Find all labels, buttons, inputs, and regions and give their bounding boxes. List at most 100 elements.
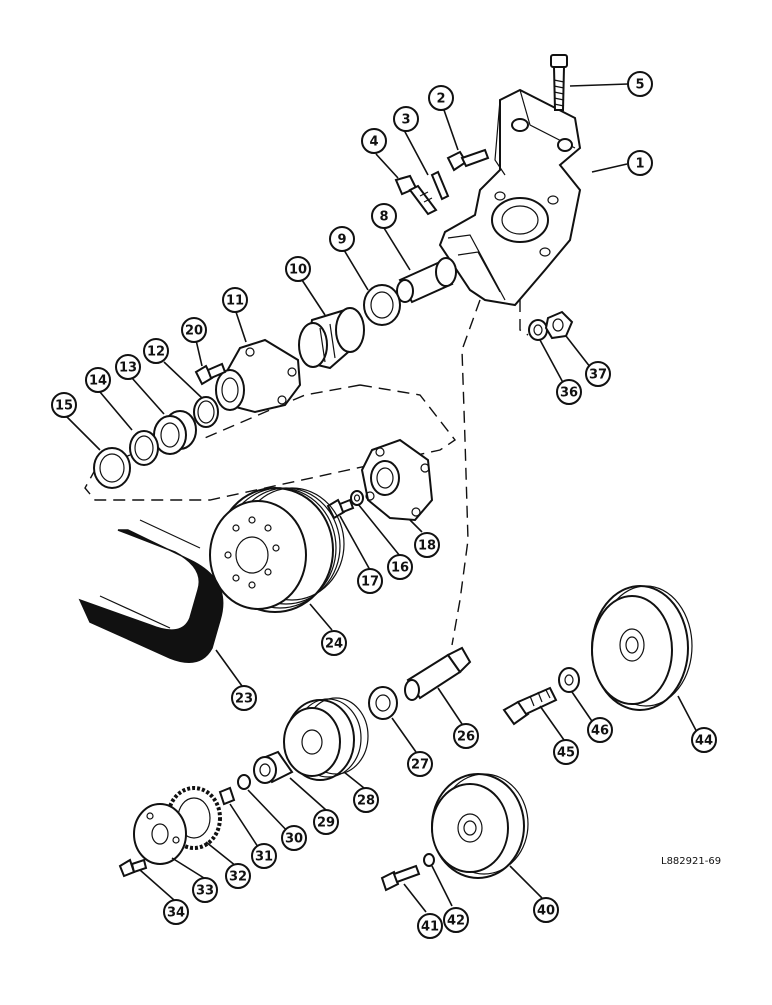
callout-3: 3 [393, 106, 419, 132]
callout-18: 18 [414, 532, 440, 558]
part-33-cover-plate [133, 803, 187, 865]
callout-16: 16 [387, 554, 413, 580]
callout-circle [115, 354, 141, 380]
part-14-ring [129, 430, 159, 466]
part-3-pin [430, 170, 450, 201]
callout-circle [321, 630, 347, 656]
callout-number: 23 [235, 692, 253, 707]
callout-41: 41 [417, 913, 443, 939]
callout-circle [361, 128, 387, 154]
part-8-shaft [396, 257, 457, 304]
part-24-large-pulley [209, 487, 345, 613]
callout-number: 16 [391, 561, 409, 576]
callout-number: 36 [560, 386, 578, 401]
callout-45: 45 [553, 739, 579, 765]
callout-20: 20 [181, 317, 207, 343]
part-29-spacer [253, 750, 294, 784]
callout-circle [313, 809, 339, 835]
callout-number: 40 [537, 904, 555, 919]
part-41-bolt [380, 864, 421, 892]
callout-circle [393, 106, 419, 132]
callout-number: 45 [557, 746, 575, 761]
part-1-mounting-bracket [438, 88, 582, 307]
callout-circle [285, 256, 311, 282]
callout-circle [407, 751, 433, 777]
callout-13: 13 [115, 354, 141, 380]
callout-34: 34 [163, 899, 189, 925]
callout-28: 28 [353, 787, 379, 813]
part-23-drive-belt [78, 519, 224, 663]
callout-17: 17 [357, 568, 383, 594]
callout-circle [353, 787, 379, 813]
callout-number: 28 [357, 794, 375, 809]
callout-circle [556, 379, 582, 405]
callout-42: 42 [443, 907, 469, 933]
callout-number: 46 [591, 724, 609, 739]
callout-8: 8 [371, 203, 397, 229]
part-13-bearing [153, 410, 197, 455]
callout-number: 26 [457, 730, 475, 745]
callout-number: 4 [369, 135, 378, 150]
callout-circle [691, 727, 717, 753]
callout-12: 12 [143, 338, 169, 364]
callout-number: 1 [635, 157, 644, 172]
callout-24: 24 [321, 630, 347, 656]
part-10-bushing [298, 307, 365, 370]
callout-1: 1 [627, 150, 653, 176]
callout-36: 36 [556, 379, 582, 405]
part-11-hub-housing [215, 338, 302, 414]
part-44-pulley [591, 585, 693, 711]
callout-circle [181, 317, 207, 343]
callout-number: 31 [255, 850, 273, 865]
part-34-bolt [118, 858, 148, 878]
callout-number: 17 [361, 575, 379, 590]
callout-23: 23 [231, 685, 257, 711]
callout-circle [357, 568, 383, 594]
callout-circle [627, 150, 653, 176]
callout-number: 30 [285, 832, 303, 847]
callout-circle [251, 843, 277, 869]
callout-circle [225, 863, 251, 889]
callout-number: 42 [447, 914, 465, 929]
part-26-idler-shaft [404, 646, 472, 701]
drawing-code-label: L882921-69 [661, 856, 721, 867]
callout-circle [51, 392, 77, 418]
callout-33: 33 [192, 877, 218, 903]
callout-number: 11 [226, 294, 244, 309]
callout-circle [192, 877, 218, 903]
part-4-bolt [394, 174, 438, 216]
callout-40: 40 [533, 897, 559, 923]
callout-circle [585, 361, 611, 387]
callout-15: 15 [51, 392, 77, 418]
callout-number: 8 [379, 210, 388, 225]
callout-circle [627, 71, 653, 97]
callout-number: 9 [337, 233, 346, 248]
callout-circle [533, 897, 559, 923]
callout-number: 29 [317, 816, 335, 831]
callout-number: 15 [55, 399, 73, 414]
callout-number: 44 [695, 734, 713, 749]
callout-number: 5 [635, 78, 644, 93]
callout-circle [428, 85, 454, 111]
callout-circle [143, 338, 169, 364]
callout-number: 37 [589, 368, 607, 383]
part-42-washer [423, 853, 435, 867]
callout-circle [85, 367, 111, 393]
part-5-bolt [550, 54, 568, 111]
callout-circle [222, 287, 248, 313]
callout-number: 12 [147, 345, 165, 360]
callout-circle [281, 825, 307, 851]
callout-32: 32 [225, 863, 251, 889]
callout-44: 44 [691, 727, 717, 753]
part-37-nut [544, 310, 574, 340]
leader-lines [65, 83, 701, 913]
part-46-washer [558, 667, 580, 693]
callout-circle [231, 685, 257, 711]
part-27-bearing [368, 686, 398, 720]
callout-number: 32 [229, 870, 247, 885]
callout-14: 14 [85, 367, 111, 393]
callout-circle [163, 899, 189, 925]
callout-5: 5 [627, 71, 653, 97]
callout-9: 9 [329, 226, 355, 252]
